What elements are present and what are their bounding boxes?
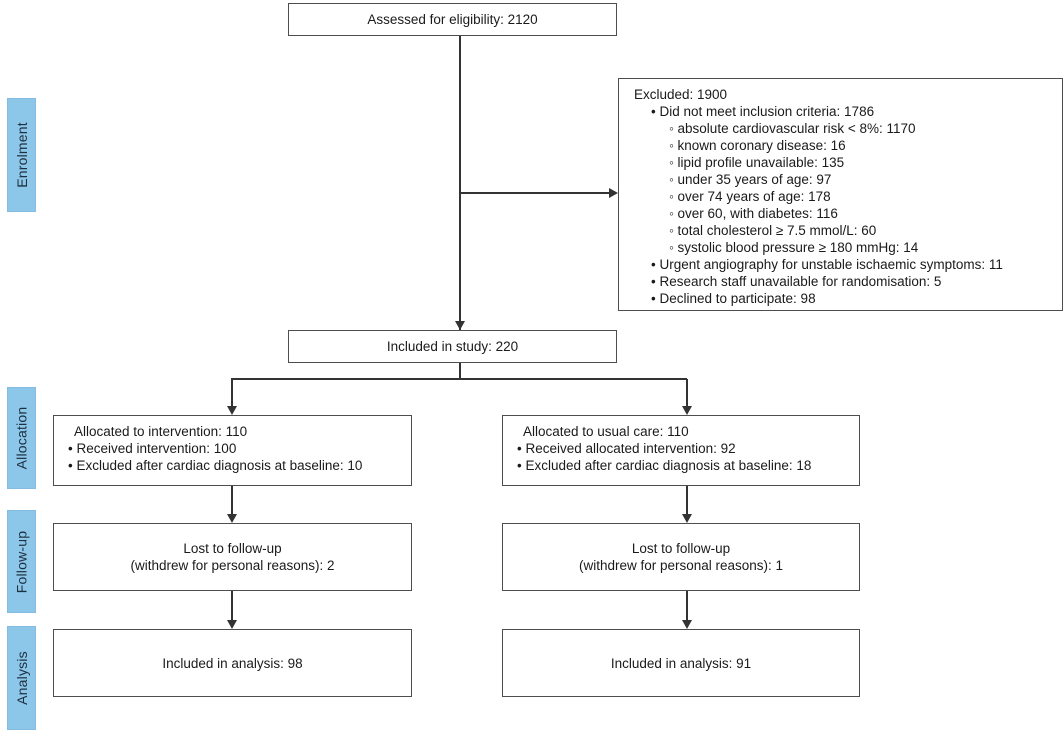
excluded-line: ◦ systolic blood pressure ≥ 180 mmHg: 14 [669, 240, 919, 255]
arrowhead-followup-right [682, 514, 692, 523]
excluded-line: • Urgent angiography for unstable ischae… [651, 257, 1003, 272]
excluded-line: • Did not meet inclusion criteria: 1786 [651, 104, 875, 119]
stage-band-analysis: Analysis [7, 626, 36, 730]
connector-included-down [459, 363, 461, 379]
included-text: Included in study: 220 [386, 339, 519, 354]
stage-band-enrolment: Enrolment [7, 98, 36, 212]
allocation-intervention-box: Allocated to intervention: 110 • Receive… [53, 415, 412, 486]
connector-to-excluded [460, 192, 612, 194]
connector-followup-to-analysis-right [686, 591, 688, 626]
arrowhead-included [455, 321, 465, 330]
arrowhead-alloc-left [227, 406, 237, 415]
assessed-text: Assessed for eligibility: 2120 [367, 12, 538, 27]
connector-assessed-to-included [459, 36, 461, 330]
assessed-box: Assessed for eligibility: 2120 [288, 3, 617, 36]
excluded-line: • Research staff unavailable for randomi… [651, 274, 942, 289]
allocation-line: • Received allocated intervention: 92 [517, 441, 736, 456]
followup-line: (withdrew for personal reasons): 1 [578, 558, 784, 573]
excluded-line: ◦ under 35 years of age: 97 [669, 172, 832, 187]
included-box: Included in study: 220 [288, 330, 617, 363]
followup-line: (withdrew for personal reasons): 2 [130, 558, 335, 573]
excluded-line: ◦ over 74 years of age: 178 [669, 189, 831, 204]
allocation-line: • Excluded after cardiac diagnosis at ba… [68, 458, 363, 473]
excluded-box: Excluded: 1900 • Did not meet inclusion … [618, 78, 1063, 311]
stage-label-allocation: Allocation [13, 406, 30, 470]
stage-label-followup: Follow-up [13, 530, 30, 593]
stage-band-followup: Follow-up [7, 510, 36, 613]
excluded-line: Excluded: 1900 [634, 87, 728, 102]
arrowhead-excluded [609, 188, 618, 198]
arrowhead-analysis-right [682, 620, 692, 629]
analysis-intervention-box: Included in analysis: 98 [53, 629, 412, 697]
excluded-line: ◦ total cholesterol ≥ 7.5 mmol/L: 60 [669, 223, 877, 238]
analysis-text: Included in analysis: 91 [610, 655, 752, 671]
connector-alloc-to-followup-right [686, 486, 688, 520]
analysis-usual-care-box: Included in analysis: 91 [502, 629, 860, 697]
followup-intervention-box: Lost to follow-up (withdrew for personal… [53, 523, 412, 591]
excluded-line: ◦ lipid profile unavailable: 135 [669, 155, 845, 170]
stage-label-enrolment: Enrolment [13, 122, 30, 188]
allocation-usual-care-box: Allocated to usual care: 110 • Received … [502, 415, 860, 486]
connector-branch-right [686, 379, 688, 412]
allocation-line: • Received intervention: 100 [68, 441, 237, 456]
excluded-line: ◦ over 60, with diabetes: 116 [669, 206, 838, 221]
allocation-line: Allocated to usual care: 110 [523, 424, 689, 439]
excluded-line: • Declined to participate: 98 [651, 291, 816, 306]
arrowhead-analysis-left [227, 620, 237, 629]
allocation-line: Allocated to intervention: 110 [74, 424, 248, 439]
excluded-line: ◦ absolute cardiovascular risk < 8%: 117… [669, 121, 916, 136]
stage-label-analysis: Analysis [13, 651, 30, 705]
analysis-text: Included in analysis: 98 [162, 655, 303, 671]
connector-branch [231, 378, 688, 380]
followup-line: Lost to follow-up [183, 541, 282, 556]
connector-branch-left [231, 379, 233, 412]
connector-followup-to-analysis-left [231, 591, 233, 626]
allocation-line: • Excluded after cardiac diagnosis at ba… [517, 458, 812, 473]
stage-band-allocation: Allocation [7, 387, 36, 489]
excluded-line: ◦ known coronary disease: 16 [669, 138, 846, 153]
followup-line: Lost to follow-up [631, 541, 731, 556]
followup-usual-care-box: Lost to follow-up (withdrew for personal… [502, 523, 860, 591]
arrowhead-followup-left [227, 514, 237, 523]
connector-alloc-to-followup-left [231, 486, 233, 520]
arrowhead-alloc-right [682, 406, 692, 415]
